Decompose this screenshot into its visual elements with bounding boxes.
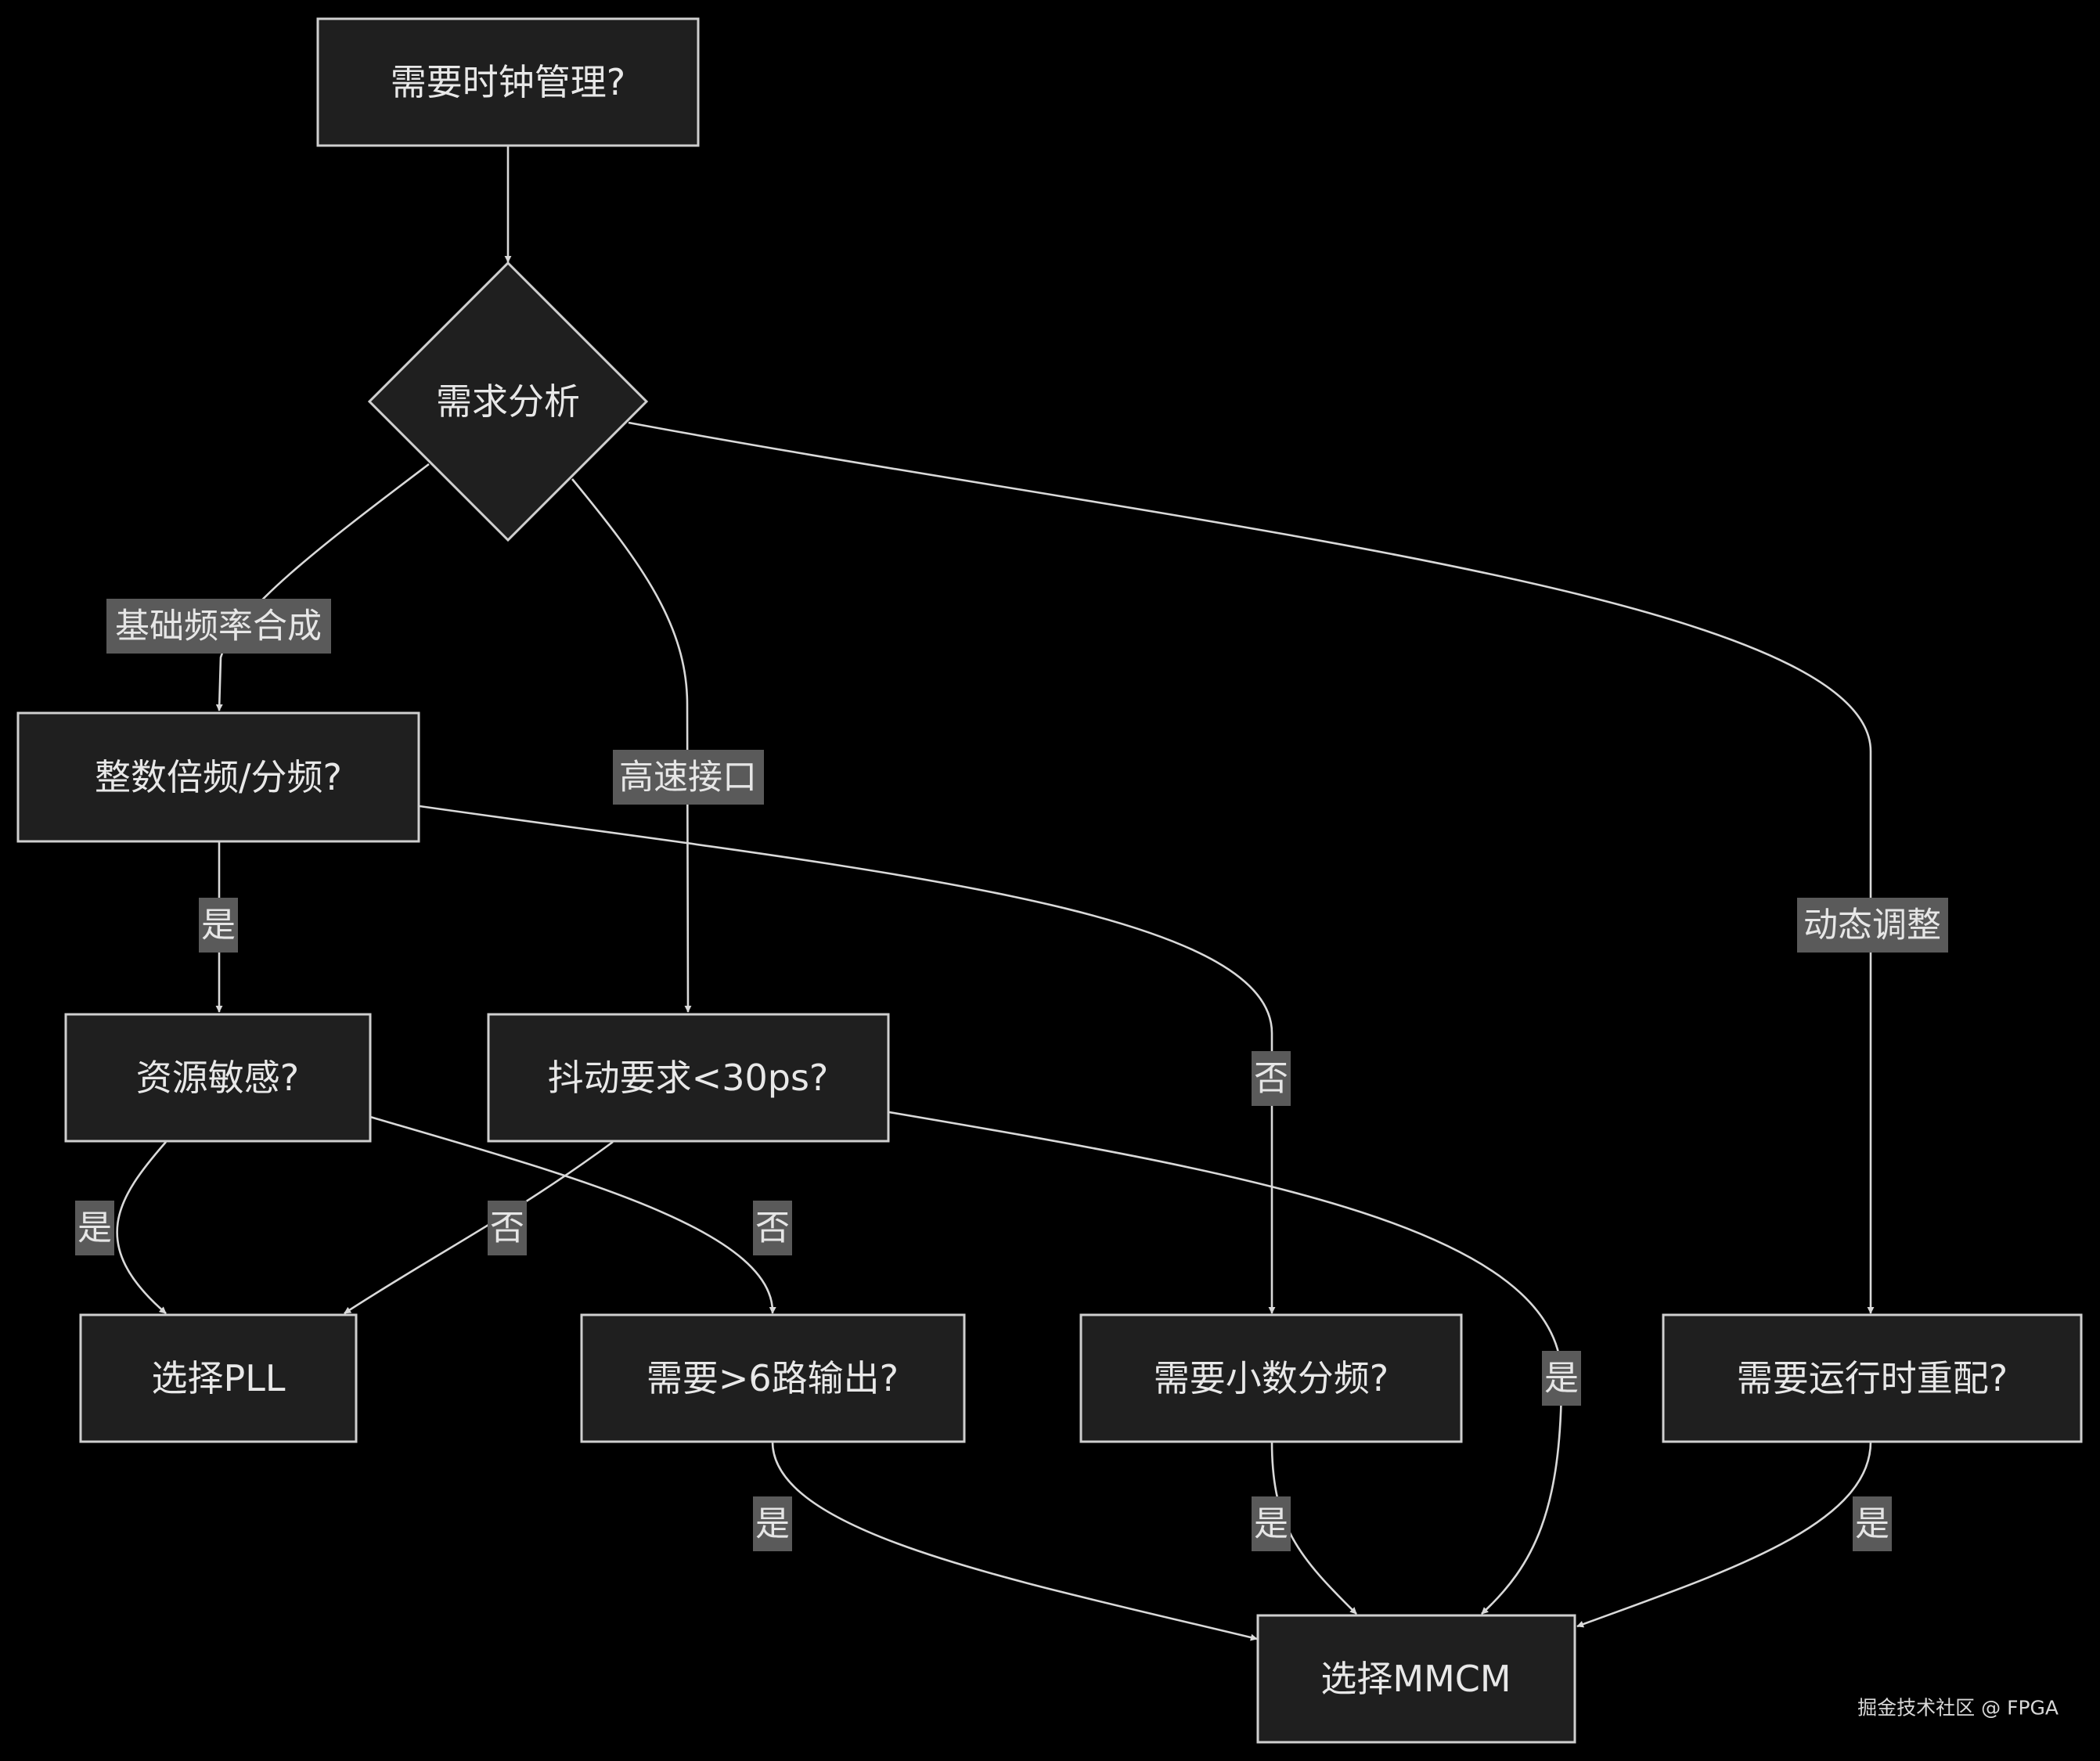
edge-label-yes-jitter-text: 是	[1544, 1359, 1579, 1399]
edge-label-yes-integer: 是	[199, 898, 238, 953]
edge-label-yes-reconfig-text: 是	[1855, 1504, 1889, 1544]
node-pll: 选择PLL	[79, 1313, 358, 1443]
node-mmcm: 选择MMCM	[1256, 1614, 1576, 1744]
edge-integer-div-to-fractional	[419, 805, 1276, 1314]
edge-label-no-integer: 否	[1252, 1051, 1291, 1106]
edge-label-dynamic-text: 动态调整	[1803, 906, 1941, 945]
node-integer-div: 整数倍频/分频?	[16, 711, 420, 843]
edge-label-no-integer-text: 否	[1254, 1059, 1288, 1099]
node-resource: 资源敏感?	[64, 1013, 372, 1143]
edge-label-high-speed: 高速接口	[613, 750, 764, 805]
edge-analysis-to-integer-div	[215, 463, 430, 711]
watermark: 掘金技术社区 @ FPGA	[1857, 1697, 2059, 1720]
edge-label-dynamic: 动态调整	[1797, 898, 1948, 953]
edge-label-no-resource: 否	[753, 1201, 792, 1255]
node-jitter-label: 抖动要求<30ps?	[548, 1057, 829, 1099]
node-outputs-label: 需要>6路输出?	[647, 1357, 899, 1399]
edge-label-yes-reconfig: 是	[1853, 1496, 1892, 1551]
node-fractional: 需要小数分频?	[1079, 1313, 1463, 1443]
edge-reconfig-to-mmcm	[1576, 1441, 1872, 1628]
node-resource-label: 资源敏感?	[136, 1057, 299, 1099]
edge-label-no-jitter-text: 否	[490, 1208, 524, 1248]
node-analysis-label: 需求分析	[436, 380, 580, 423]
edge-label-yes-fractional: 是	[1252, 1496, 1291, 1551]
edge-outputs-to-mmcm	[771, 1441, 1258, 1641]
edge-analysis-to-jitter	[571, 478, 692, 1013]
node-outputs: 需要>6路输出?	[580, 1313, 966, 1443]
edge-resource-to-outputs	[369, 1115, 776, 1314]
node-start: 需要时钟管理?	[316, 17, 700, 147]
edge-label-yes-jitter: 是	[1542, 1351, 1581, 1406]
edge-fractional-to-mmcm	[1270, 1441, 1357, 1615]
edges	[116, 146, 1875, 1641]
edge-label-yes-outputs: 是	[753, 1496, 792, 1551]
node-fractional-label: 需要小数分频?	[1154, 1357, 1389, 1399]
node-analysis: 需求分析	[367, 261, 649, 542]
node-jitter: 抖动要求<30ps?	[487, 1013, 890, 1143]
node-start-label: 需要时钟管理?	[391, 61, 625, 103]
edge-jitter-to-pll	[344, 1140, 614, 1315]
node-reconfig-label: 需要运行时重配?	[1737, 1357, 2008, 1399]
edge-label-yes-resource-text: 是	[77, 1208, 112, 1248]
node-mmcm-label: 选择MMCM	[1320, 1658, 1511, 1700]
edge-label-yes-fractional-text: 是	[1254, 1504, 1288, 1544]
edge-label-basic-synth: 基础频率合成	[106, 599, 331, 654]
edge-label-yes-outputs-text: 是	[755, 1504, 790, 1544]
node-integer-div-label: 整数倍频/分频?	[95, 756, 342, 798]
edge-resource-to-pll	[116, 1141, 167, 1314]
edge-jitter-to-mmcm	[888, 1111, 1563, 1615]
edge-label-basic-synth-text: 基础频率合成	[115, 607, 322, 646]
edge-label-high-speed-text: 高速接口	[619, 758, 757, 798]
edge-label-no-resource-text: 否	[755, 1208, 790, 1248]
edge-label-yes-integer-text: 是	[201, 906, 236, 945]
edge-label-no-jitter: 否	[488, 1201, 527, 1255]
edge-label-yes-resource: 是	[75, 1201, 114, 1255]
edge-analysis-to-reconfig	[628, 421, 1875, 1314]
node-reconfig: 需要运行时重配?	[1662, 1313, 2083, 1443]
node-pll-label: 选择PLL	[152, 1357, 286, 1399]
